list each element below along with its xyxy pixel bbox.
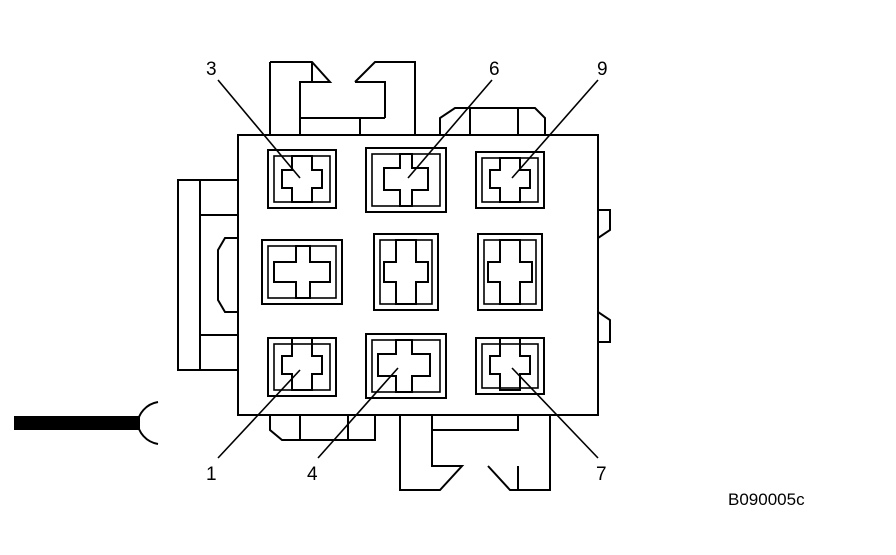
terminal-cavity-3 [267,149,337,209]
terminal-cavity-1 [267,337,337,397]
terminal-cavity-5 [373,233,439,311]
top-rear-block [439,107,546,135]
terminal-cavity-9 [475,151,545,209]
pin-label-1: 1 [206,464,217,485]
pin-label-6: 6 [489,59,500,80]
figure-id-label: B090005c [728,490,805,509]
pin-label-9: 9 [597,59,608,80]
top-latch-right [354,61,416,135]
leader-line-7 [511,367,599,459]
terminal-cavity-7 [475,337,545,395]
leader-line-9 [511,79,599,179]
pin-label-3: 3 [206,59,217,80]
top-latch-left [269,61,361,135]
leader-line-4 [317,367,399,459]
left-side-latch [177,179,238,371]
pin-label-7: 7 [596,464,607,485]
leader-line-1 [217,369,301,459]
leader-line-3 [217,79,301,179]
leader-lines [217,79,599,459]
terminal-cavity-8 [477,233,543,311]
harness-side-indicator-icon [14,401,159,445]
terminal-cavity-2 [261,239,343,305]
leader-line-6 [407,79,493,179]
terminal-cavity-4 [365,333,447,399]
pin-label-4: 4 [307,464,318,485]
terminal-cavity-6 [365,147,447,213]
bottom-latch-left [269,415,376,441]
bottom-latch-right [399,415,551,491]
